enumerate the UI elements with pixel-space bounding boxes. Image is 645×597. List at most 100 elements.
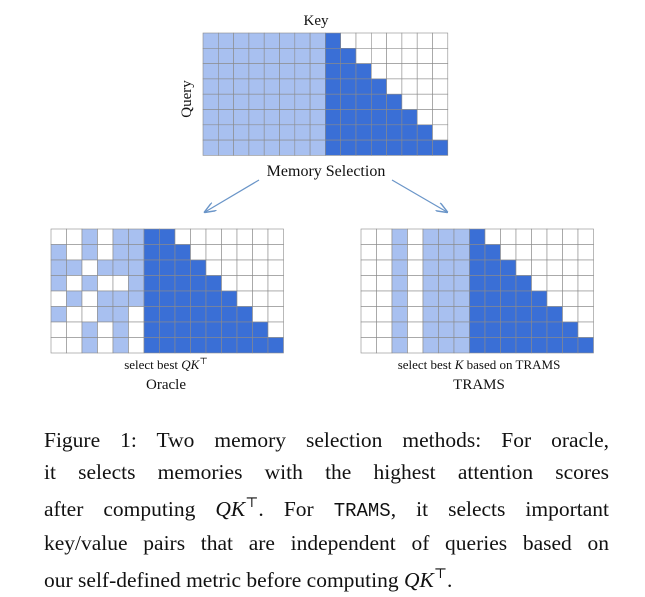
trams-attention-grid [360,228,594,354]
oracle-cell-r5-c5 [128,306,145,323]
top-cell-r5-c9 [340,109,357,126]
top-cell-r5-c15 [432,109,449,126]
trams-cell-r3-c10 [515,275,532,292]
trams-cell-r2-c2 [391,259,408,276]
top-cell-r3-c5 [279,78,296,95]
top-cell-r5-c5 [279,109,296,126]
trams-cell-r4-c8 [484,290,501,307]
top-cell-r3-c12 [386,78,403,95]
top-cell-r1-c12 [386,47,403,64]
top-cell-r5-c3 [248,109,265,126]
trams-cell-r0-c7 [469,228,486,245]
oracle-cell-r1-c4 [112,244,129,261]
trams-cell-r0-c0 [360,228,377,245]
trams-cell-r7-c13 [562,337,579,354]
oracle-cell-r4-c8 [174,290,191,307]
oracle-cell-r4-c4 [112,290,129,307]
trams-cell-r0-c14 [577,228,594,245]
top-cell-r1-c7 [309,47,326,64]
top-cell-r5-c8 [325,109,341,126]
trams-cell-r6-c8 [484,321,501,338]
trams-cell-r3-c4 [422,275,439,292]
trams-cell-r6-c5 [438,321,455,338]
trams-cell-r2-c6 [453,259,470,276]
top-cell-r7-c13 [401,139,418,156]
trams-cell-r7-c4 [422,337,439,354]
top-cell-r1-c5 [279,47,296,64]
oracle-cell-r7-c2 [81,337,98,354]
top-cell-r2-c11 [370,63,387,80]
top-cell-r2-c5 [279,63,296,80]
trams-cell-r7-c9 [500,337,517,354]
oracle-cell-r5-c0 [50,306,67,323]
oracle-cell-r4-c1 [66,290,83,307]
oracle-cell-r2-c6 [143,259,160,276]
oracle-cell-r1-c2 [81,244,98,261]
trams-cell-r4-c3 [407,290,424,307]
oracle-cell-r6-c12 [236,321,253,338]
trams-cell-r5-c12 [546,306,563,323]
oracle-cell-r2-c0 [50,259,67,276]
oracle-cell-r0-c9 [190,228,207,245]
oracle-cell-r0-c4 [112,228,129,245]
oracle-cell-r1-c10 [205,244,222,261]
trams-cell-r6-c11 [531,321,548,338]
oracle-cell-r4-c2 [81,290,98,307]
top-cell-r0-c9 [340,32,357,49]
oracle-cell-r0-c7 [159,228,176,245]
oracle-cell-r4-c11 [221,290,238,307]
top-cell-r6-c7 [309,124,326,141]
top-cell-r6-c1 [218,124,234,141]
top-cell-r6-c15 [432,124,449,141]
top-cell-r5-c6 [294,109,311,126]
oracle-cell-r7-c1 [66,337,83,354]
oracle-cell-r3-c11 [221,275,238,292]
oracle-cell-r5-c14 [267,306,284,323]
oracle-cell-r0-c0 [50,228,67,245]
oracle-cell-r0-c13 [252,228,269,245]
trams-subtitle: select best K based on TRAMS [398,357,561,372]
trams-cell-r1-c11 [531,244,548,261]
oracle-cell-r5-c11 [221,306,238,323]
top-cell-r5-c13 [401,109,418,126]
oracle-cell-r4-c7 [159,290,176,307]
trams-cell-r1-c8 [484,244,501,261]
top-cell-r0-c6 [294,32,311,49]
top-cell-r1-c11 [370,47,387,64]
top-cell-r2-c10 [355,63,372,80]
oracle-cell-r3-c13 [252,275,269,292]
trams-cell-r5-c6 [453,306,470,323]
oracle-cell-r3-c0 [50,275,67,292]
trams-cell-r4-c6 [453,290,470,307]
top-cell-r1-c8 [325,47,341,64]
top-cell-r3-c9 [340,78,357,95]
trams-cell-r6-c3 [407,321,424,338]
trams-cell-r6-c6 [453,321,470,338]
oracle-cell-r6-c10 [205,321,222,338]
trams-cell-r4-c14 [577,290,594,307]
oracle-cell-r1-c12 [236,244,253,261]
trams-cell-r5-c4 [422,306,439,323]
top-cell-r7-c15 [432,139,449,156]
caption-line-5: our self-defined metric before computing… [44,567,453,592]
oracle-cell-r5-c8 [174,306,191,323]
trams-cell-r5-c2 [391,306,408,323]
key-label: Key [304,13,329,29]
trams-cell-r2-c14 [577,259,594,276]
trams-cell-r3-c7 [469,275,486,292]
trams-cell-r4-c12 [546,290,563,307]
trams-cell-r7-c1 [376,337,393,354]
top-cell-r0-c12 [386,32,403,49]
oracle-cell-r3-c14 [267,275,284,292]
top-cell-r4-c4 [263,93,280,110]
trams-cell-r4-c1 [376,290,393,307]
top-cell-r4-c9 [340,93,357,110]
top-cell-r2-c6 [294,63,311,80]
oracle-cell-r1-c5 [128,244,145,261]
trams-cell-r1-c0 [360,244,377,261]
top-cell-r5-c7 [309,109,326,126]
top-cell-r7-c4 [263,139,280,156]
oracle-cell-r5-c3 [97,306,114,323]
top-cell-r2-c14 [416,63,433,80]
top-cell-r6-c13 [401,124,418,141]
